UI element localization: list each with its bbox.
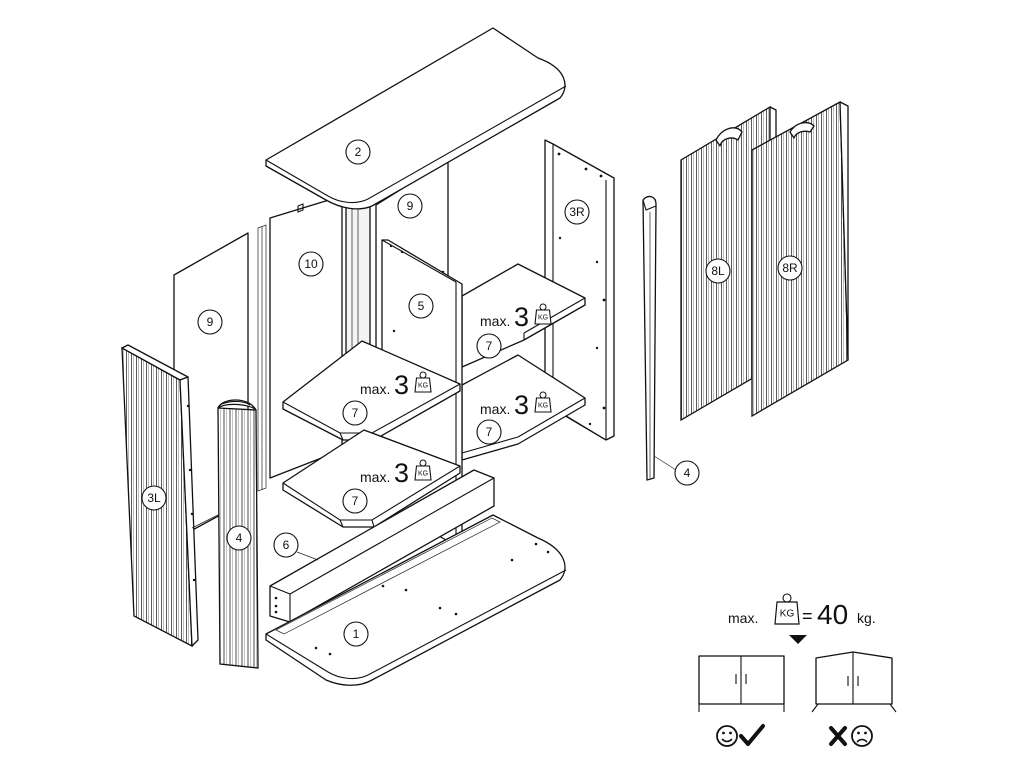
svg-text:=: =: [802, 606, 813, 626]
weight-icon: KG: [414, 371, 432, 393]
svg-text:KG: KG: [418, 383, 428, 390]
svg-text:max.: max.: [360, 381, 390, 397]
svg-text:6: 6: [283, 538, 290, 552]
shelf-7-lower-left: [282, 429, 461, 528]
svg-text:kg.: kg.: [857, 610, 876, 626]
callout-part-8L: 8L: [705, 258, 731, 284]
callout-part-4-left: 4: [226, 525, 252, 551]
weight-icon: KG: [774, 593, 800, 625]
callout-part-8R: 8R: [777, 255, 803, 281]
shelf-load-label-lower-right: max. 3 KG: [480, 390, 552, 420]
callout-part-9-left: 9: [197, 309, 223, 335]
svg-text:5: 5: [418, 299, 425, 313]
callout-part-7-lower-right: 7: [476, 419, 502, 445]
svg-text:8R: 8R: [782, 261, 798, 275]
cabinet-overloaded-icon: [811, 651, 897, 713]
svg-text:3: 3: [514, 390, 529, 420]
svg-text:7: 7: [486, 339, 493, 353]
cabinet-correct-icon: [698, 655, 785, 712]
svg-text:KG: KG: [538, 315, 548, 322]
door-8R: [751, 100, 849, 418]
weight-icon: KG: [414, 459, 432, 481]
callout-part-5: 5: [408, 293, 434, 319]
svg-text:40: 40: [817, 599, 848, 630]
svg-text:7: 7: [486, 425, 493, 439]
svg-text:8L: 8L: [711, 264, 725, 278]
svg-text:2: 2: [355, 145, 362, 159]
bottom-panel-1: [265, 514, 567, 686]
svg-text:max.: max.: [728, 610, 758, 626]
svg-text:KG: KG: [418, 471, 428, 478]
svg-text:max.: max.: [480, 401, 510, 417]
plinth-6: [269, 469, 495, 623]
svg-text:max.: max.: [360, 469, 390, 485]
callout-part-6: 6: [273, 532, 299, 558]
weight-icon: KG: [534, 303, 552, 325]
callout-part-7-upper-right: 7: [476, 333, 502, 359]
top-panel-2: [265, 27, 567, 210]
svg-text:10: 10: [304, 257, 318, 271]
callout-part-9-right: 9: [397, 193, 423, 219]
svg-text:KG: KG: [538, 403, 548, 410]
callout-part-4-right: 4: [674, 460, 700, 486]
svg-text:max.: max.: [480, 313, 510, 329]
weight-icon: KG: [534, 391, 552, 413]
svg-text:7: 7: [352, 494, 359, 508]
svg-text:3R: 3R: [569, 205, 585, 219]
svg-text:9: 9: [407, 199, 414, 213]
svg-text:3L: 3L: [147, 491, 161, 505]
cross-icon: [829, 726, 847, 746]
smiley-icon: [716, 725, 738, 747]
leader-lines: [296, 551, 319, 561]
callout-part-7-lower-left: 7: [342, 488, 368, 514]
callout-part-1: 1: [343, 621, 369, 647]
callout-part-2: 2: [345, 139, 371, 165]
svg-text:7: 7: [352, 406, 359, 420]
shelf-load-label-lower-left: max. 3 KG: [360, 458, 432, 488]
part-callouts: 2 9 10 9 5 3R 8L 8R 7 7 7 7 3L 4 4 6 1: [141, 139, 803, 647]
callout-part-3L: 3L: [141, 485, 167, 511]
back-panel-10: [257, 195, 343, 492]
callout-part-7-upper-left: 7: [342, 400, 368, 426]
svg-text:4: 4: [684, 466, 691, 480]
shelf-load-label-upper-right: max. 3 KG: [480, 302, 552, 332]
svg-text:3: 3: [394, 370, 409, 400]
svg-text:9: 9: [207, 315, 214, 329]
svg-text:KG: KG: [780, 609, 795, 620]
svg-text:1: 1: [353, 627, 360, 641]
svg-text:3: 3: [394, 458, 409, 488]
shelf-load-label-upper-left: max. 3 KG: [360, 370, 432, 400]
callout-part-10: 10: [298, 251, 324, 277]
svg-text:4: 4: [236, 531, 243, 545]
svg-text:3: 3: [514, 302, 529, 332]
sad-face-icon: [851, 725, 873, 747]
arrow-down-icon: [789, 635, 807, 644]
total-load-label: max. KG = 40 kg.: [728, 593, 876, 644]
callout-part-3R: 3R: [564, 199, 590, 225]
checkmark-icon: [739, 724, 765, 746]
corner-post-4-right: [642, 195, 677, 481]
